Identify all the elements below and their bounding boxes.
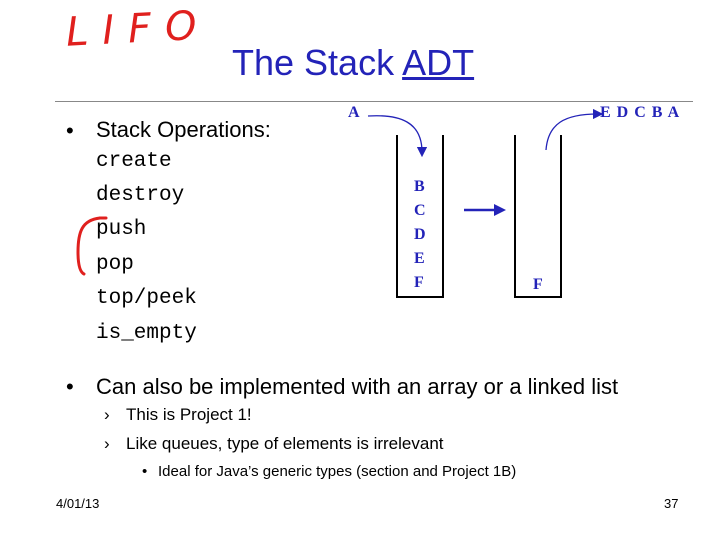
- footer-date: 4/01/13: [56, 496, 100, 511]
- left-stack-item: E: [414, 250, 425, 267]
- push-arrow-icon: [367, 115, 428, 158]
- left-stack-wall-left: [396, 135, 398, 298]
- sub-sub-bullet-generics: Ideal for Java’s generic types (section …: [158, 463, 517, 480]
- sub-bullet-marker: ›: [104, 405, 110, 424]
- input-label: A: [348, 104, 360, 121]
- pop-arrow-icon: [545, 108, 604, 151]
- operation-top-peek: top/peek: [96, 287, 197, 310]
- operation-destroy: destroy: [96, 184, 185, 207]
- title-adt: ADT: [402, 42, 475, 83]
- sub-bullet-project: This is Project 1!: [126, 405, 252, 424]
- bracket-annotation: [76, 216, 108, 276]
- left-stack-item: B: [414, 178, 425, 195]
- sub-bullet-queues: Like queues, type of elements is irrelev…: [126, 434, 444, 453]
- operation-create: create: [96, 150, 172, 173]
- title-divider: [55, 101, 693, 102]
- right-stack-item: F: [533, 276, 543, 293]
- bullet-stack-operations: Stack Operations:: [96, 117, 271, 142]
- left-stack-item: D: [414, 226, 426, 243]
- left-stack-wall-right: [442, 135, 444, 298]
- bullet-implementation: Can also be implemented with an array or…: [96, 374, 619, 399]
- lifo-annotation: LIFO: [64, 2, 212, 56]
- right-stack-wall-right: [560, 135, 562, 298]
- page-number: 37: [664, 496, 679, 511]
- left-stack-bottom: [396, 296, 444, 298]
- right-stack-bottom: [514, 296, 562, 298]
- operation-is-empty: is_empty: [96, 322, 197, 345]
- left-stack-item: C: [414, 202, 426, 219]
- slide-title: The Stack ADT: [232, 42, 474, 84]
- title-text: The Stack: [232, 42, 403, 83]
- bullet-dot: •: [66, 118, 74, 143]
- operation-push: push: [96, 218, 147, 241]
- output-label: E D C B A: [600, 104, 681, 121]
- bullet-dot: •: [66, 374, 74, 399]
- sub-sub-bullet-marker: •: [142, 463, 148, 480]
- operation-pop: pop: [96, 253, 134, 276]
- left-stack-item: F: [414, 274, 424, 291]
- transition-arrow-icon: [464, 204, 506, 216]
- sub-bullet-marker: ›: [104, 434, 110, 453]
- right-stack-wall-left: [514, 135, 516, 298]
